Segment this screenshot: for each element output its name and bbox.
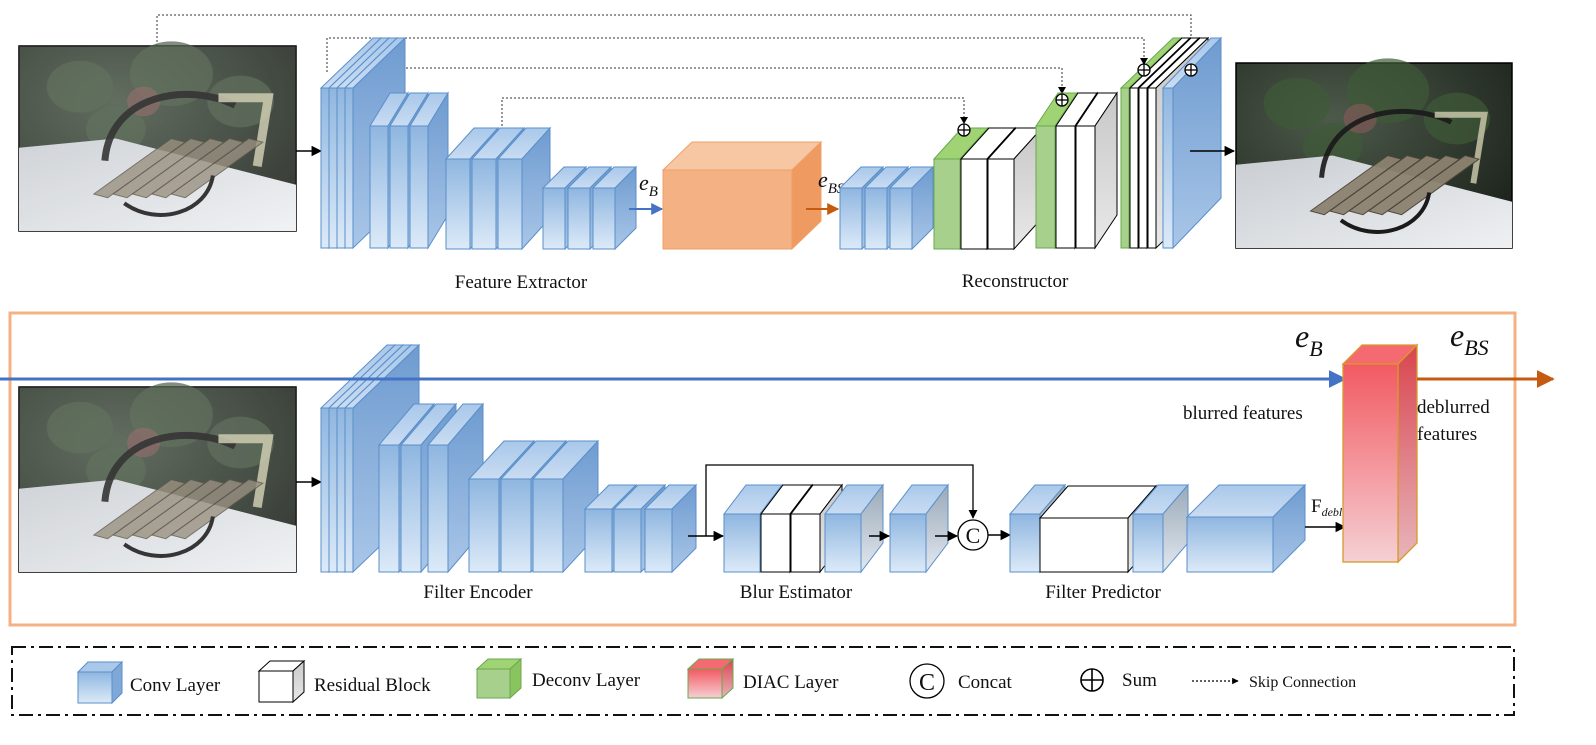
sum-icon: [957, 123, 971, 137]
concat-node: C: [957, 519, 989, 551]
feature-extractor-layers: [319, 36, 638, 251]
reconstructor-layers: [838, 36, 1223, 251]
bottleneck-cube: [661, 140, 823, 251]
legend-sum-icon: [1080, 668, 1104, 692]
deblurred-features-label-1: deblurred: [1417, 397, 1490, 418]
legend-conv-label: Conv Layer: [130, 675, 221, 696]
conv-layer: [888, 483, 950, 574]
conv-layer: [1161, 36, 1223, 250]
filter-encoder-layers: [319, 343, 698, 574]
conv-layer: [643, 483, 698, 574]
blurred-features-label: blurred features: [1183, 403, 1303, 424]
legend-deconv-icon: [475, 657, 523, 700]
conv-layer: [1131, 483, 1190, 574]
diac-detail-box: [8, 311, 1517, 627]
blur-estimator-layers: [722, 483, 950, 574]
sum-icon: [1184, 63, 1198, 77]
diac-layer: [1341, 343, 1419, 564]
legend-conv-icon: [76, 660, 124, 705]
sum-icon: [1137, 63, 1151, 77]
legend-deconv-label: Deconv Layer: [532, 670, 641, 691]
legend-box: [11, 646, 1515, 716]
filter-predictor-label: Filter Predictor: [1045, 582, 1161, 603]
legend-residual-icon: [257, 659, 306, 704]
e-bs-label-bottom: eBS: [1450, 317, 1489, 360]
filter-encoder-label: Filter Encoder: [423, 582, 533, 603]
conv-layer: [1185, 483, 1307, 574]
legend-residual-label: Residual Block: [314, 675, 431, 696]
legend-diac-icon: [686, 657, 735, 700]
sum-icon: [1055, 93, 1069, 107]
legend-sum-label: Sum: [1122, 670, 1157, 691]
legend-concat-icon: C: [909, 663, 945, 699]
filter-predictor-layers: [1008, 483, 1307, 574]
e-b-label-top: eB: [639, 170, 658, 200]
legend-diac-label: DIAC Layer: [743, 672, 839, 693]
conv-layer: [823, 483, 885, 574]
e-b-label-bottom: eB: [1295, 318, 1323, 361]
blur-estimator-label: Blur Estimator: [740, 582, 853, 603]
output-deblurred-image: [1235, 58, 1513, 249]
svg-text:C: C: [966, 523, 981, 548]
conv-layer: [591, 165, 638, 251]
conv-layer: [888, 165, 935, 251]
feature-extractor-label: Feature Extractor: [455, 272, 588, 293]
svg-text:C: C: [919, 670, 935, 696]
residual-block: [1075, 91, 1118, 250]
input-blurred-image-bottom: [18, 382, 297, 573]
conv-layer: [426, 402, 485, 574]
reconstructor-label: Reconstructor: [962, 271, 1069, 292]
sum-symbols-top: [957, 63, 1198, 137]
conv-layer: [409, 91, 449, 250]
deblurred-features-label-2: features: [1417, 424, 1477, 445]
legend-concat-label: Concat: [958, 672, 1013, 693]
residual-block: [986, 126, 1044, 251]
concat-branch-arrow: [705, 464, 978, 536]
input-blurred-image-top: [18, 41, 297, 232]
legend-skip-label: Skip Connection: [1249, 674, 1356, 691]
